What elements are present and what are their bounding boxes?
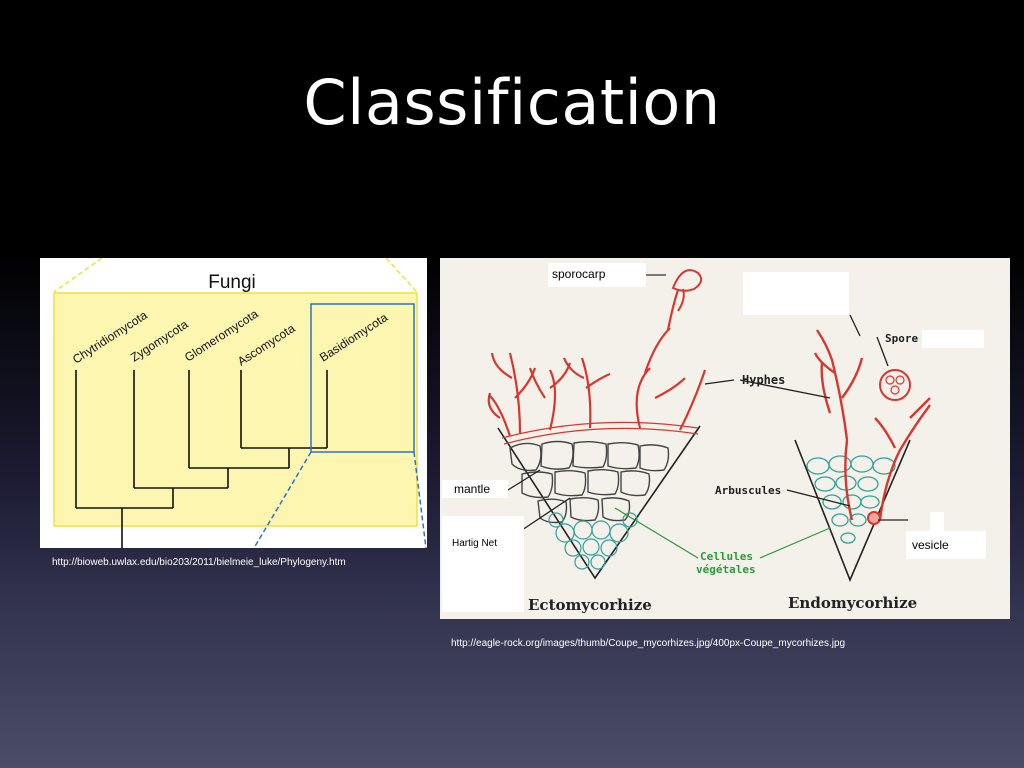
fungi-box bbox=[53, 292, 418, 527]
cellules-label-line2: végétales bbox=[696, 563, 756, 576]
blank-label-box bbox=[743, 272, 849, 315]
phylogeny-tree: Fungi Chytridiomycota Zygomycota Glomero… bbox=[53, 258, 427, 548]
blank-label-box-small bbox=[922, 330, 984, 348]
group-label: Fungi bbox=[208, 272, 256, 293]
endo-label: Endomycorhize bbox=[788, 594, 917, 612]
mycorrhizae-diagram: Hyphes Arbuscules Spore Cellules végétal… bbox=[487, 269, 931, 614]
cellules-label-line1: Cellules bbox=[700, 550, 753, 563]
mantle-label: mantle bbox=[454, 482, 491, 496]
ecto-label: Ectomycorhize bbox=[528, 596, 652, 614]
blank-label-box-tiny bbox=[930, 512, 944, 532]
mycorrhizae-source-caption: http://eagle-rock.org/images/thumb/Coupe… bbox=[451, 638, 846, 649]
hartig-net-label-box: Hartig Net bbox=[442, 516, 524, 612]
slide-title: Classification bbox=[303, 66, 721, 139]
hyphes-label: Hyphes bbox=[742, 373, 785, 387]
phylogeny-figure: Fungi Chytridiomycota Zygomycota Glomero… bbox=[40, 258, 427, 548]
phylogeny-source-caption: http://bioweb.uwlax.edu/bio203/2011/biel… bbox=[52, 557, 346, 568]
vesicle-label-box: vesicle bbox=[906, 531, 986, 559]
vesicle-label: vesicle bbox=[912, 538, 949, 552]
mantle-label-box: mantle bbox=[442, 480, 508, 498]
arbuscules-label: Arbuscules bbox=[715, 484, 781, 497]
sporocarp-label: sporocarp bbox=[552, 267, 606, 281]
spore-label: Spore bbox=[885, 332, 918, 345]
hartig-net-label: Hartig Net bbox=[452, 538, 498, 549]
basidiomycota-highlight bbox=[310, 303, 415, 453]
sporocarp-label-box: sporocarp bbox=[548, 263, 646, 287]
mycorrhizae-figure: Hyphes Arbuscules Spore Cellules végétal… bbox=[440, 258, 1010, 619]
tree-branches bbox=[75, 370, 328, 548]
